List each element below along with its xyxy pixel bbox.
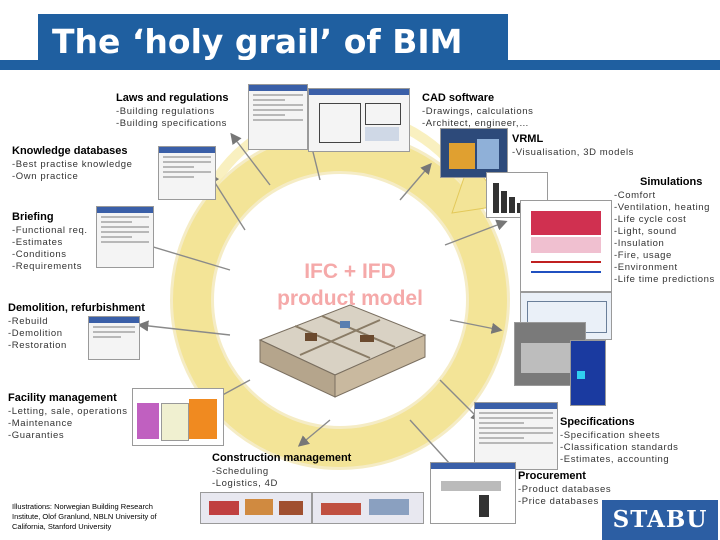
arrow-simulations-lower [449,319,503,334]
node-simulations-item: -Insulation [614,238,665,249]
arrow-laws [230,132,271,186]
node-facility-items: -Letting, sale, operations -Maintenance … [8,406,128,442]
vrml-thumbnail [440,128,508,178]
node-simulations-item: -Fire, usage [614,250,672,261]
stabu-logo: STABU [602,500,718,540]
node-specifications-item: -Estimates, accounting [560,454,670,465]
arrow-simulations [444,219,508,246]
node-laws-item: -Building regulations [116,106,215,117]
node-briefing-item: -Requirements [12,261,83,272]
node-specifications-item: -Classification standards [560,442,679,453]
node-vrml-item: -Visualisation, 3D models [512,147,635,158]
node-knowledge-item: -Best practise knowledge [12,159,133,170]
node-simulations-item: -Life time predictions [614,274,715,285]
node-simulations-item: -Light, sound [614,226,677,237]
node-cad-item: -Drawings, calculations [422,106,534,117]
arrow-vrml [399,162,432,201]
arrow-demolition [137,320,231,336]
node-vrml-items: -Visualisation, 3D models [512,147,634,159]
center-label: IFC + IFD product model [220,258,480,312]
node-construction-item: -Scheduling [212,466,269,477]
illustration-credits: Illustrations: Norwegian Building Resear… [12,502,157,531]
node-briefing-item: -Conditions [12,249,67,260]
title-underline [0,60,720,70]
node-laws-items: -Building regulations -Building specific… [116,106,227,130]
node-cad-label: CAD software [422,92,495,104]
node-facility-item: -Maintenance [8,418,73,429]
node-simulations-item: -Ventilation, heating [614,202,711,213]
node-facility-item: -Letting, sale, operations [8,406,128,417]
node-laws-item: -Building specifications [116,118,228,129]
arrow-construction [297,419,331,447]
node-briefing-label: Briefing [12,211,54,223]
facility-floorplan-thumbnail [132,388,224,446]
procurement-thumbnail [430,462,516,524]
arrow-specifications [439,379,482,422]
node-facility-item: -Guaranties [8,430,65,441]
node-facility-label: Facility management [8,392,117,404]
center-label-line-1: IFC + IFD [304,260,396,283]
construction-4d-thumbnail [200,492,312,524]
node-knowledge-item: -Own practice [12,171,79,182]
node-briefing-item: -Estimates [12,237,63,248]
node-specifications-item: -Specification sheets [560,430,661,441]
node-specifications-items: -Specification sheets -Classification st… [560,430,679,466]
construction-4d-thumbnail-2 [312,492,424,524]
node-demolition-items: -Rebuild -Demolition -Restoration [8,316,67,352]
node-simulations-label: Simulations [640,176,703,188]
laws-thumbnail [248,84,308,150]
node-knowledge-items: -Best practise knowledge -Own practice [12,159,133,183]
node-simulations-item: -Life cycle cost [614,214,687,225]
node-demolition-label: Demolition, refurbishment [8,302,145,314]
demolition-thumbnail [88,316,140,360]
cad-thumbnail [308,88,410,152]
airflow-simulation-thumbnail [570,340,606,406]
node-demolition-item: -Restoration [8,340,67,351]
node-procurement-items: -Product databases -Price databases [518,484,611,508]
briefing-thumbnail [96,206,154,268]
building-model-icon [258,304,427,398]
node-vrml-label: VRML [512,133,544,145]
knowledge-thumbnail [158,146,216,200]
node-construction-label: Construction management [212,452,352,464]
node-construction-item: -Logistics, 4D [212,478,278,489]
node-procurement-item: -Product databases [518,484,612,495]
center-label-line-2: product model [277,287,423,310]
lifecycle-ring [173,133,507,467]
node-laws-label: Laws and regulations [116,92,229,104]
node-demolition-item: -Demolition [8,328,63,339]
node-simulations-items: -Comfort -Ventilation, heating -Life cyc… [614,190,715,286]
specifications-thumbnail [474,402,558,470]
node-demolition-item: -Rebuild [8,316,49,327]
node-procurement-item: -Price databases [518,496,599,507]
node-knowledge-label: Knowledge databases [12,145,128,157]
simulation-chart-thumbnail-2 [520,200,612,292]
node-simulations-item: -Comfort [614,190,656,201]
node-procurement-label: Procurement [518,470,586,482]
node-construction-items: -Scheduling -Logistics, 4D [212,466,278,490]
node-specifications-label: Specifications [560,416,635,428]
node-briefing-items: -Functional req. -Estimates -Conditions … [12,225,88,273]
node-simulations-item: -Environment [614,262,678,273]
node-cad-items: -Drawings, calculations -Architect, engi… [422,106,533,130]
node-cad-item: -Architect, engineer,… [422,118,530,129]
node-briefing-item: -Functional req. [12,225,88,236]
